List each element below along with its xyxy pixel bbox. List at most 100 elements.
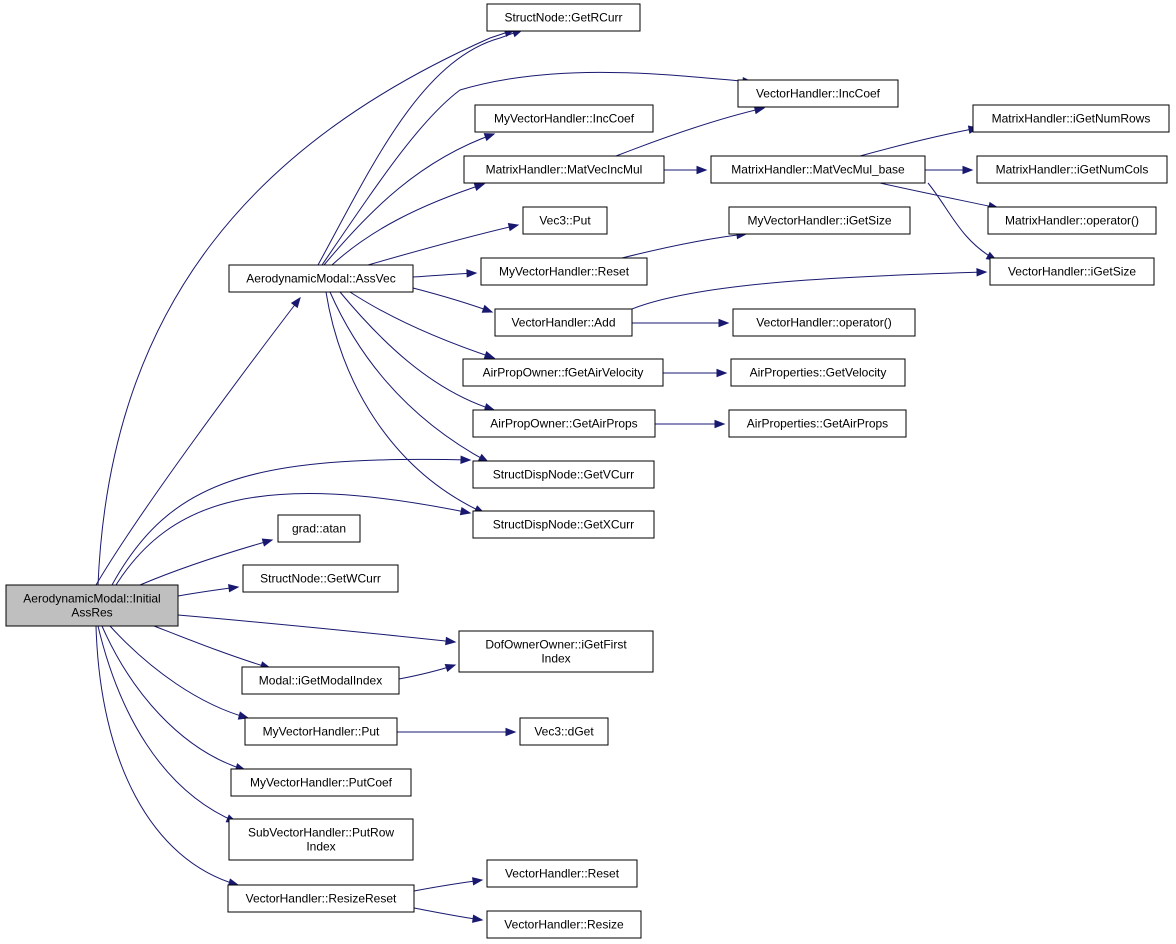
edge-line bbox=[329, 291, 489, 463]
node-label: Modal::iGetModalIndex bbox=[259, 674, 382, 688]
node-vh_getsize[interactable]: VectorHandler::iGetSize bbox=[989, 257, 1155, 286]
edge-root-to-mvh_putcoef bbox=[101, 625, 247, 772]
node-vh_add[interactable]: VectorHandler::Add bbox=[494, 308, 633, 337]
edge-arrowhead bbox=[481, 304, 494, 313]
edge-mvh_put-to-vec3dget bbox=[397, 727, 517, 737]
node-box bbox=[228, 264, 414, 293]
edge-assvec-to-getrcurr bbox=[317, 29, 524, 266]
node-vh_resizereset[interactable]: VectorHandler::ResizeReset bbox=[227, 884, 415, 913]
edge-line bbox=[97, 625, 237, 823]
node-label: MatrixHandler::operator() bbox=[1005, 214, 1139, 228]
node-getxcurr[interactable]: StructDispNode::GetXCurr bbox=[472, 510, 655, 539]
node-vh_reset[interactable]: VectorHandler::Reset bbox=[486, 859, 638, 888]
node-box bbox=[458, 630, 654, 673]
edge-root-to-vh_resizereset bbox=[95, 625, 240, 887]
node-mvh_inccoef[interactable]: MyVectorHandler::IncCoef bbox=[474, 104, 654, 133]
node-matvecincmul[interactable]: MatrixHandler::MatVecIncMul bbox=[463, 155, 665, 184]
node-box bbox=[230, 768, 412, 797]
node-getmodalindex[interactable]: Modal::iGetModalIndex bbox=[241, 666, 400, 695]
edge-arrowhead bbox=[290, 296, 301, 309]
edge-root-to-getfirstindex bbox=[177, 614, 457, 646]
node-ap_getvel[interactable]: AirProperties::GetVelocity bbox=[730, 358, 906, 387]
node-box bbox=[486, 859, 638, 888]
edge-line bbox=[115, 493, 471, 586]
edge-line bbox=[859, 127, 979, 157]
node-label: MyVectorHandler::Reset bbox=[499, 265, 630, 279]
node-matvecmul_base[interactable]: MatrixHandler::MatVecMul_base bbox=[710, 155, 926, 184]
node-mvh_putcoef[interactable]: MyVectorHandler::PutCoef bbox=[230, 768, 412, 797]
node-mvh_put[interactable]: MyVectorHandler::Put bbox=[244, 717, 398, 746]
edge-matvecmul_base-to-mh_operator bbox=[879, 182, 1000, 211]
call-nodes: AerodynamicModal::InitialAssResAerodynam… bbox=[5, 3, 1170, 939]
edge-line bbox=[413, 907, 483, 921]
node-label: MatrixHandler::MatVecIncMul bbox=[486, 163, 643, 177]
node-getvcurr[interactable]: StructDispNode::GetVCurr bbox=[472, 460, 655, 489]
edge-arrowhead bbox=[483, 133, 496, 142]
edge-line bbox=[95, 297, 301, 586]
edge-arrowhead bbox=[507, 222, 520, 232]
node-ap_getairprops[interactable]: AirProperties::GetAirProps bbox=[728, 409, 907, 438]
edge-line bbox=[95, 625, 239, 886]
node-getwcurr[interactable]: StructNode::GetWCurr bbox=[242, 564, 399, 593]
node-label: MyVectorHandler::iGetSize bbox=[747, 214, 891, 228]
node-box bbox=[462, 358, 664, 387]
node-vec3put[interactable]: Vec3::Put bbox=[522, 206, 608, 235]
edge-line bbox=[927, 182, 997, 261]
edge-assvec-to-mvh_reset bbox=[412, 269, 478, 278]
node-fgetairvel[interactable]: AirPropOwner::fGetAirVelocity bbox=[462, 358, 664, 387]
edge-arrowhead bbox=[976, 268, 988, 277]
edge-vh_resizereset-to-vh_resize bbox=[413, 907, 484, 923]
edge-arrowhead bbox=[444, 663, 457, 673]
node-getrcurr[interactable]: StructNode::GetRCurr bbox=[486, 3, 641, 32]
node-mh_operator[interactable]: MatrixHandler::operator() bbox=[987, 206, 1157, 235]
edge-line bbox=[153, 625, 271, 669]
edge-assvec-to-vec3put bbox=[367, 222, 520, 266]
edge-assvec-to-getvcurr bbox=[329, 291, 490, 463]
edge-line bbox=[631, 271, 987, 310]
edge-assvec-to-mvh_inccoef bbox=[323, 133, 496, 266]
edge-line bbox=[317, 29, 523, 266]
node-getnumcols[interactable]: MatrixHandler::iGetNumCols bbox=[976, 155, 1168, 184]
node-vh_operator[interactable]: VectorHandler::operator() bbox=[732, 308, 916, 337]
edge-line bbox=[177, 614, 456, 643]
node-box bbox=[227, 884, 415, 913]
edge-vh_add-to-vh_getsize bbox=[631, 268, 988, 310]
node-vec3dget[interactable]: Vec3::dGet bbox=[519, 717, 609, 746]
node-mvh_reset[interactable]: MyVectorHandler::Reset bbox=[480, 257, 648, 286]
node-box bbox=[710, 155, 926, 184]
edge-line bbox=[321, 71, 753, 266]
edge-arrowhead bbox=[228, 584, 240, 593]
node-vh_inccoef[interactable]: VectorHandler::IncCoef bbox=[737, 79, 899, 108]
edge-arrowhead bbox=[718, 318, 730, 328]
node-mvh_getsize[interactable]: MyVectorHandler::iGetSize bbox=[728, 206, 911, 235]
node-box bbox=[228, 818, 414, 861]
edge-line bbox=[621, 233, 747, 259]
node-label: VectorHandler::Add bbox=[511, 316, 615, 330]
node-label: AerodynamicModal::Initial bbox=[23, 592, 160, 606]
node-box bbox=[730, 358, 906, 387]
node-label: AirPropOwner::GetAirProps bbox=[490, 417, 637, 431]
node-box bbox=[737, 79, 899, 108]
node-box bbox=[277, 514, 361, 543]
edge-arrowhead bbox=[473, 182, 486, 191]
node-assvec[interactable]: AerodynamicModal::AssVec bbox=[228, 264, 414, 293]
edge-matvecmul_base-to-getnumrows bbox=[859, 125, 980, 157]
node-box bbox=[242, 564, 399, 593]
node-box bbox=[976, 155, 1168, 184]
edge-line bbox=[139, 539, 273, 586]
edge-assvec-to-fgetairvel bbox=[349, 291, 496, 360]
edge-arrowhead bbox=[753, 105, 766, 115]
edge-getmodalindex-to-getfirstindex bbox=[398, 663, 457, 680]
node-label: MatrixHandler::MatVecMul_base bbox=[731, 163, 905, 177]
node-vh_resize[interactable]: VectorHandler::Resize bbox=[486, 910, 642, 939]
node-atan[interactable]: grad::atan bbox=[277, 514, 361, 543]
edge-line bbox=[615, 107, 765, 157]
node-box bbox=[5, 584, 179, 627]
node-getairprops[interactable]: AirPropOwner::GetAirProps bbox=[472, 409, 656, 438]
node-label: Index bbox=[541, 652, 570, 666]
node-getnumrows[interactable]: MatrixHandler::iGetNumRows bbox=[972, 104, 1170, 133]
